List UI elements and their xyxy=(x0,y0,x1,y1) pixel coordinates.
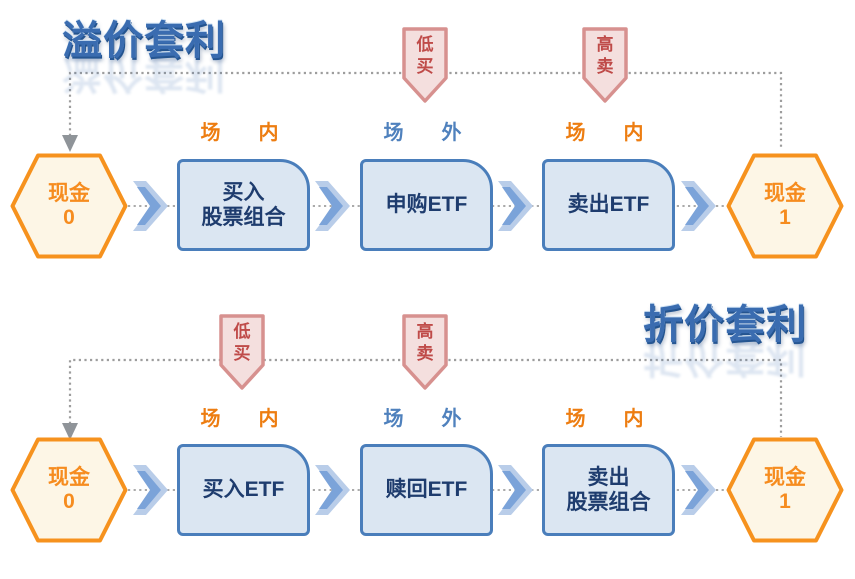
badge-line: 卖 xyxy=(596,57,614,77)
venue-label-offshore: 场 外 xyxy=(383,122,471,144)
hexagon-icon xyxy=(10,437,128,543)
chevron-right-icon xyxy=(313,179,353,233)
node-label: 1 xyxy=(779,490,791,513)
chevron-right-icon xyxy=(679,463,719,517)
subscribe-etf-box: 申购ETF xyxy=(360,159,493,251)
node-label: 0 xyxy=(63,206,75,229)
hexagon-icon xyxy=(726,153,844,259)
premium-arbitrage-title-reflection: 溢价套利 xyxy=(62,51,226,95)
badge-line: 低 xyxy=(416,35,434,54)
pennant-icon xyxy=(402,314,448,390)
node-label: 现金 xyxy=(764,465,806,489)
venue-label-onshore: 场 内 xyxy=(200,122,288,144)
badge-line: 高 xyxy=(596,35,614,54)
chevron-right-icon xyxy=(313,463,353,517)
step-label: 卖出ETF xyxy=(567,193,650,217)
venue-label-offshore: 场 外 xyxy=(383,408,471,430)
redeem-etf-box: 赎回ETF xyxy=(360,444,493,536)
badge-line: 买 xyxy=(233,344,251,364)
buy-etf-box: 买入ETF xyxy=(177,444,310,536)
sell-high-badge: 高 卖 xyxy=(400,312,450,392)
chevron-right-icon xyxy=(131,179,171,233)
discount-arbitrage-title-reflection: 折价套利 xyxy=(643,335,807,379)
venue-label-onshore: 场 内 xyxy=(565,122,653,144)
sell-basket-box: 卖出 股票组合 xyxy=(542,444,675,536)
bottom-feedback-dotted-path xyxy=(68,358,783,437)
cash-1-node: 现金 1 xyxy=(726,153,844,259)
pennant-icon xyxy=(219,314,265,390)
step-label: 赎回ETF xyxy=(385,478,468,502)
chevron-right-icon xyxy=(496,179,536,233)
hexagon-icon xyxy=(726,437,844,543)
step-label: 买入 xyxy=(222,180,265,204)
top-feedback-dotted-path xyxy=(68,71,783,150)
badge-line: 高 xyxy=(416,322,434,341)
node-label: 1 xyxy=(779,206,791,229)
discount-arbitrage-title: 折价套利 xyxy=(643,303,807,347)
cash-1-node: 现金 1 xyxy=(726,437,844,543)
badge-line: 卖 xyxy=(416,344,434,364)
node-label: 0 xyxy=(63,490,75,513)
chevron-right-icon xyxy=(679,179,719,233)
pennant-icon xyxy=(402,27,448,103)
down-arrowhead-icon xyxy=(62,423,78,440)
down-arrowhead-icon xyxy=(62,135,78,152)
chevron-right-icon xyxy=(131,463,171,517)
step-label: 股票组合 xyxy=(566,491,651,514)
badge-line: 买 xyxy=(416,57,434,77)
premium-arbitrage-title: 溢价套利 xyxy=(62,19,226,63)
step-label: 申购ETF xyxy=(385,193,468,217)
cash-0-node: 现金 0 xyxy=(10,437,128,543)
sell-etf-box: 卖出ETF xyxy=(542,159,675,251)
node-label: 现金 xyxy=(48,465,90,489)
buy-basket-box: 买入 股票组合 xyxy=(177,159,310,251)
step-label: 卖出 xyxy=(587,465,630,489)
venue-label-onshore: 场 内 xyxy=(200,408,288,430)
node-label: 现金 xyxy=(764,181,806,205)
buy-low-badge: 低 买 xyxy=(400,25,450,105)
step-label: 股票组合 xyxy=(201,206,286,229)
step-label: 买入ETF xyxy=(202,478,285,502)
pennant-icon xyxy=(582,27,628,103)
venue-label-onshore: 场 内 xyxy=(565,408,653,430)
sell-high-badge: 高 卖 xyxy=(580,25,630,105)
cash-0-node: 现金 0 xyxy=(10,153,128,259)
buy-low-badge: 低 买 xyxy=(217,312,267,392)
hexagon-icon xyxy=(10,153,128,259)
chevron-right-icon xyxy=(496,463,536,517)
node-label: 现金 xyxy=(48,181,90,205)
badge-line: 低 xyxy=(233,322,251,341)
